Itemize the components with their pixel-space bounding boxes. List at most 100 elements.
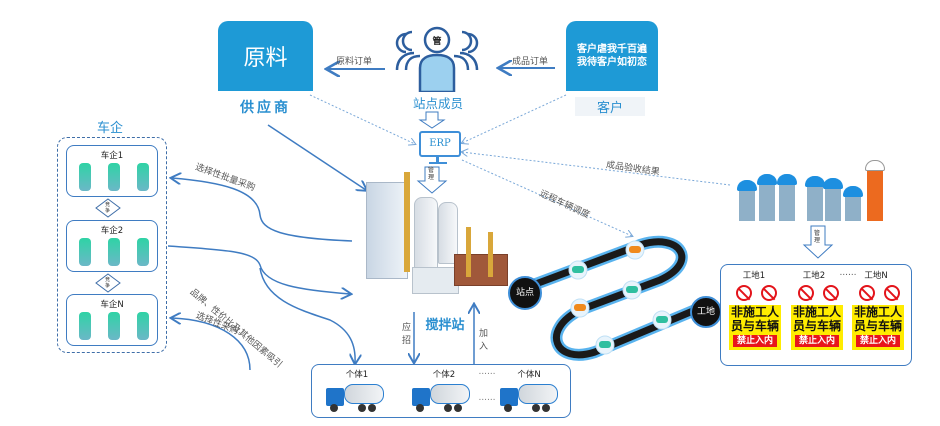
supplier-erp-dashed [309, 94, 415, 144]
station-caption: 搅拌站 [425, 318, 465, 333]
car-icon [108, 312, 120, 340]
supplier-station-arrow [267, 124, 366, 190]
no-pedestrian-icon [858, 285, 875, 301]
station-elevator [488, 232, 493, 277]
members-erp-arrow [418, 111, 446, 129]
selective-purchase-curve [172, 318, 251, 371]
individual-name: 个体1 [345, 370, 369, 380]
site-sign: 非施工人 员与车辆 禁止入内 [852, 305, 904, 350]
individuals-ellipsis: …… [478, 393, 496, 403]
mixing-station-illustration [362, 172, 512, 302]
site-name: 工地1 [742, 271, 766, 281]
product-order-label: 成品订单 [512, 57, 549, 67]
erp-monitor-base [429, 162, 447, 164]
attracted-curve-down [259, 267, 355, 363]
members-caption: 站点成员 [412, 96, 463, 111]
sign-line1: 非施工人 [792, 305, 841, 319]
mixer-truck-icon [500, 382, 558, 412]
members-badge: 管 [432, 37, 442, 47]
sign-line1: 非施工人 [853, 305, 902, 319]
car-company-name: 车企1 [100, 151, 124, 161]
mixer-truck-icon [326, 382, 384, 412]
erp-manage-label: 管理 [428, 167, 435, 181]
no-pedestrian-icon [735, 285, 752, 301]
individual-name: 个体2 [432, 370, 456, 380]
competition-icon-2 [95, 273, 121, 293]
individuals-box: 个体1 个体2 …… 个体N …… [311, 364, 571, 418]
sign-ban: 禁止入内 [856, 335, 900, 347]
competition-icon-1 [95, 198, 121, 218]
sign-ban: 禁止入内 [733, 335, 777, 347]
worker-icon [805, 176, 825, 222]
car-icon [137, 312, 149, 340]
site-node-label: 工地 [696, 307, 715, 317]
individual-name: 个体N [517, 370, 541, 380]
sign-ban: 禁止入内 [795, 335, 839, 347]
station-node: 站点 [508, 276, 542, 310]
customer-caption: 客户 [575, 97, 645, 116]
worker-icon [843, 186, 863, 222]
members-icon [395, 26, 479, 92]
customer-card: 客户虐我千百遍 我待客户如初恋 [566, 21, 658, 91]
competition-label-2: 竞争 [105, 277, 111, 289]
no-vehicle-icon [760, 285, 777, 301]
erp-monitor-stand [436, 156, 439, 162]
individuals-ellipsis: …… [478, 367, 496, 377]
car-icons [79, 163, 149, 191]
site-sign: 非施工人 员与车辆 禁止入内 [729, 305, 781, 350]
car-icon [137, 238, 149, 266]
car-company-name: 车企N [100, 300, 124, 310]
join-label: 加入 [479, 329, 489, 352]
car-company-n: 车企N [66, 294, 158, 346]
site-name: 工地N [864, 271, 888, 281]
station-node-label: 站点 [515, 288, 534, 298]
workers-manage-label: 管理 [814, 230, 821, 244]
car-company-2: 车企2 [66, 220, 158, 272]
site-name: 工地2 [802, 271, 826, 281]
supervisor-icon [865, 160, 885, 222]
customer-erp-dashed [462, 94, 567, 143]
delivery-route [519, 235, 706, 361]
car-icon [108, 163, 120, 191]
prohibition-icons [731, 285, 781, 301]
erp-manage-arrow [416, 166, 448, 194]
supplier-caption: 供应商 [240, 100, 291, 116]
no-pedestrian-icon [797, 285, 814, 301]
competition-label-1: 竞争 [105, 202, 111, 214]
attracted-curve [167, 245, 350, 294]
car-icons [79, 312, 149, 340]
sign-line2: 员与车辆 [730, 319, 779, 333]
prohibition-icons [793, 285, 843, 301]
sign-line1: 非施工人 [730, 305, 779, 319]
car-icon [137, 163, 149, 191]
sign-line2: 员与车辆 [853, 319, 902, 333]
supplier-card: 原料 [218, 21, 313, 91]
acceptance-dashed [462, 152, 731, 186]
car-icon [108, 238, 120, 266]
recruit-label: 应招 [402, 323, 412, 346]
prohibition-icons [854, 285, 904, 301]
car-companies-title: 车企 [96, 121, 123, 136]
raw-order-label: 原料订单 [336, 57, 373, 67]
car-icon [79, 238, 91, 266]
sign-line2: 员与车辆 [792, 319, 841, 333]
car-company-1: 车企1 [66, 145, 158, 197]
car-company-name: 车企2 [100, 226, 124, 236]
car-icon [79, 312, 91, 340]
station-building [454, 254, 508, 286]
station-elevator [466, 227, 471, 277]
dispatch-dashed [461, 159, 632, 236]
mixer-truck-icon [412, 382, 470, 412]
no-vehicle-icon [822, 285, 839, 301]
worker-icon [737, 180, 757, 222]
workers-illustration [733, 160, 893, 225]
worker-icon [823, 178, 843, 222]
car-companies-group [57, 137, 167, 353]
car-icons [79, 238, 149, 266]
no-vehicle-icon [883, 285, 900, 301]
site-sign: 非施工人 员与车辆 禁止入内 [791, 305, 843, 350]
station-elevator [404, 172, 410, 272]
station-tower [366, 182, 408, 279]
sites-ellipsis: …… [839, 268, 857, 278]
